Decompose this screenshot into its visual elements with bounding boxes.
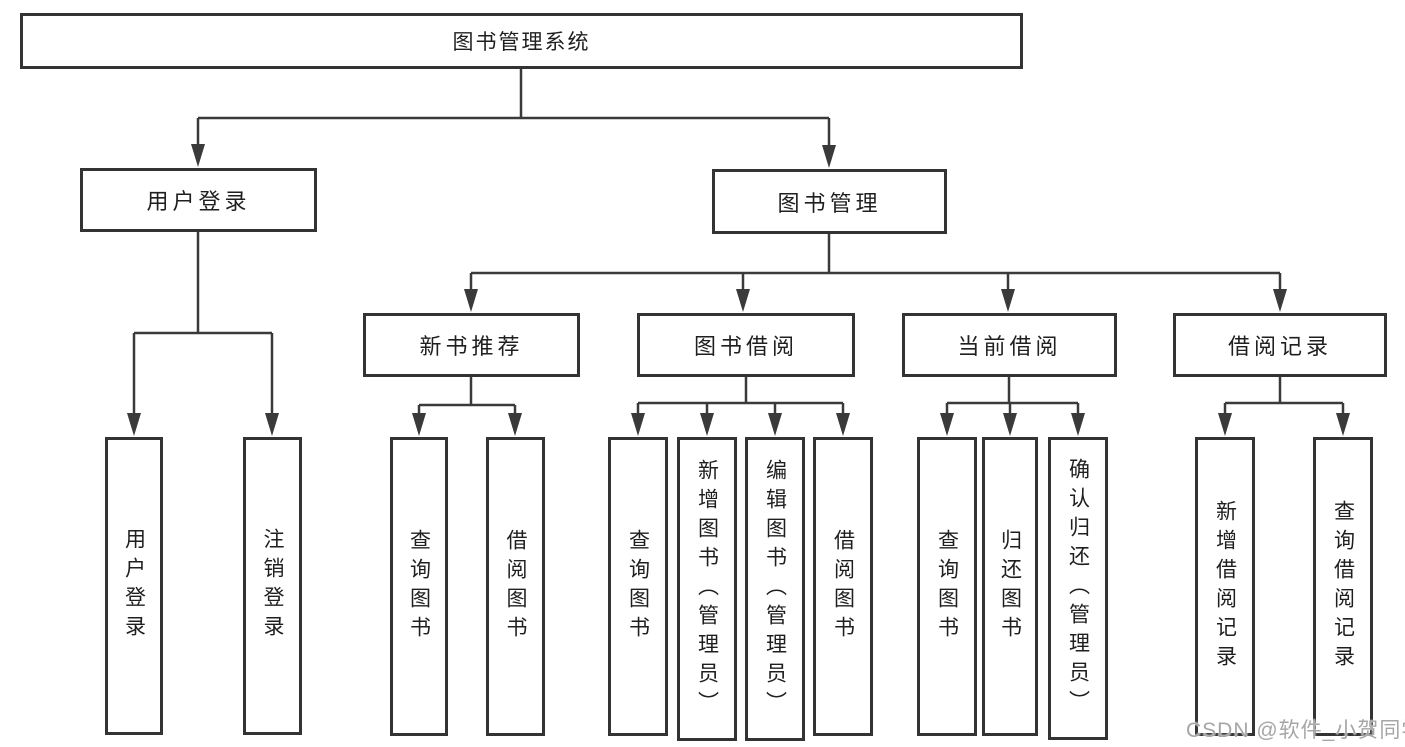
- leaf-label: 确认归还（管理员）: [1066, 458, 1090, 719]
- node-label: 图书借阅: [693, 334, 798, 359]
- node-label: 当前借阅: [957, 334, 1062, 359]
- node-book-management: 图书管理: [712, 169, 947, 234]
- node-user-login: 用户登录: [80, 168, 317, 232]
- leaf-label: 借阅图书: [504, 528, 527, 645]
- node-book-borrow: 图书借阅: [637, 313, 855, 377]
- arrowhead: [412, 413, 426, 436]
- arrowhead: [1071, 413, 1085, 436]
- leaf-add-borrow-record: 新增借阅记录: [1195, 437, 1255, 736]
- arrowhead: [1003, 413, 1017, 436]
- arrowhead: [1336, 413, 1350, 436]
- leaf-borrow-books: 借阅图书: [813, 437, 873, 736]
- leaf-label: 查询图书: [626, 528, 650, 645]
- connector-current-borrow: [945, 377, 1080, 420]
- arrowhead: [736, 289, 750, 312]
- leaf-label: 查询图书: [407, 528, 431, 645]
- arrowhead: [1218, 413, 1232, 436]
- leaf-label: 注销登录: [261, 528, 284, 644]
- arrowhead: [127, 413, 141, 436]
- leaf-edit-book-admin: 编辑图书（管理员）: [745, 437, 805, 741]
- leaf-query-borrow-record: 查询借阅记录: [1313, 437, 1373, 736]
- leaf-label: 新增图书（管理员）: [695, 458, 719, 720]
- leaf-add-book-admin: 新增图书（管理员）: [677, 437, 737, 741]
- leaf-query-books-current: 查询图书: [917, 437, 977, 736]
- arrowhead: [768, 413, 782, 436]
- arrowhead: [700, 413, 714, 436]
- leaf-label: 借阅图书: [831, 528, 855, 645]
- arrowhead: [508, 413, 522, 436]
- connector-book-borrow: [636, 377, 845, 420]
- leaf-label: 归还图书: [998, 528, 1022, 645]
- node-library-system: 图书管理系统: [20, 13, 1023, 69]
- arrowhead: [265, 413, 279, 436]
- node-label: 图书管理: [777, 190, 882, 216]
- watermark: CSDN @软件_小贺同学: [1186, 719, 1405, 742]
- leaf-borrow-books-recommend: 借阅图书: [486, 437, 545, 736]
- connector-user-login: [132, 232, 274, 418]
- arrowhead: [1001, 289, 1015, 312]
- leaf-label: 用户登录: [122, 528, 146, 644]
- arrowhead: [1273, 289, 1287, 312]
- connector-root: [196, 69, 831, 151]
- leaf-query-books-recommend: 查询图书: [390, 437, 448, 736]
- arrowhead: [631, 413, 645, 436]
- arrowhead: [822, 145, 836, 168]
- arrowhead: [191, 144, 205, 167]
- node-label: 图书管理系统: [452, 31, 591, 54]
- leaf-label: 查询借阅记录: [1331, 499, 1355, 674]
- leaf-user-login: 用户登录: [105, 437, 163, 735]
- leaf-label: 编辑图书（管理员）: [763, 458, 787, 720]
- arrowhead: [836, 413, 850, 436]
- node-label: 借阅记录: [1227, 334, 1332, 359]
- leaf-return-book: 归还图书: [982, 437, 1038, 736]
- arrowhead: [464, 289, 478, 312]
- leaf-label: 新增借阅记录: [1213, 499, 1237, 674]
- connector-borrow-records: [1223, 377, 1345, 420]
- arrowhead: [940, 413, 954, 436]
- node-label: 新书推荐: [419, 334, 524, 359]
- leaf-logout: 注销登录: [243, 437, 302, 735]
- leaf-label: 查询图书: [935, 528, 959, 645]
- node-current-borrow: 当前借阅: [902, 313, 1117, 377]
- node-new-book-recommend: 新书推荐: [363, 313, 580, 377]
- node-label: 用户登录: [146, 189, 251, 214]
- connector-book-mgmt: [469, 234, 1282, 295]
- leaf-confirm-return-admin: 确认归还（管理员）: [1048, 437, 1108, 740]
- leaf-query-books-borrow: 查询图书: [608, 437, 668, 736]
- connector-new-books: [417, 377, 517, 420]
- node-borrow-records: 借阅记录: [1173, 313, 1387, 377]
